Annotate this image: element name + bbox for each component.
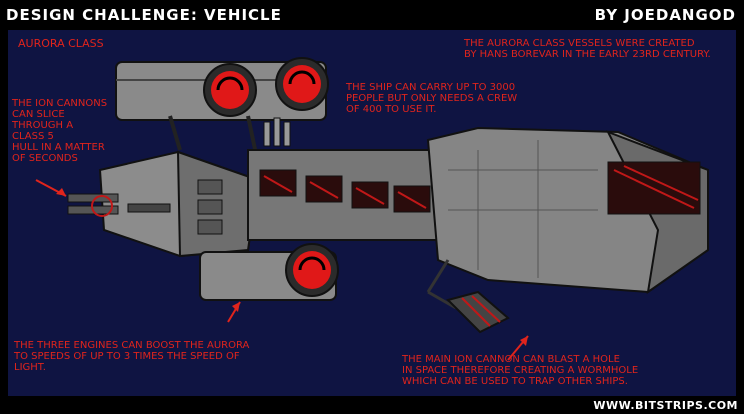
comic-panel: AURORA CLASS THE AURORA CLASS VESSELS WE… — [6, 28, 738, 398]
spaceship-illustration — [35, 57, 709, 361]
lower-engine — [199, 243, 339, 301]
comic-author: BY JOEDANGOD — [594, 6, 736, 24]
hull-front — [98, 150, 260, 258]
watermark: WWW.BITSTRIPS.COM — [593, 399, 738, 412]
top-turrets — [263, 117, 291, 147]
upper-engine — [115, 57, 329, 121]
comic-title: DESIGN CHALLENGE: VEHICLE — [6, 6, 282, 24]
caption-history: THE AURORA CLASS VESSELS WERE CREATED BY… — [464, 38, 711, 60]
caption-ion-cannons: THE ION CANNONS CAN SLICE THROUGH A CLAS… — [12, 98, 108, 164]
caption-main-cannon: THE MAIN ION CANNON CAN BLAST A HOLE IN … — [402, 354, 639, 387]
hull-middle — [247, 149, 439, 241]
side-ion-cannons — [67, 193, 171, 217]
main-ion-cannon — [426, 259, 510, 334]
caption-class-name: AURORA CLASS — [18, 37, 104, 50]
caption-crew: THE SHIP CAN CARRY UP TO 3000 PEOPLE BUT… — [346, 82, 518, 115]
hull-rear — [426, 126, 709, 295]
caption-engines: THE THREE ENGINES CAN BOOST THE AURORA T… — [14, 340, 250, 373]
pointer-arrows — [35, 179, 529, 361]
